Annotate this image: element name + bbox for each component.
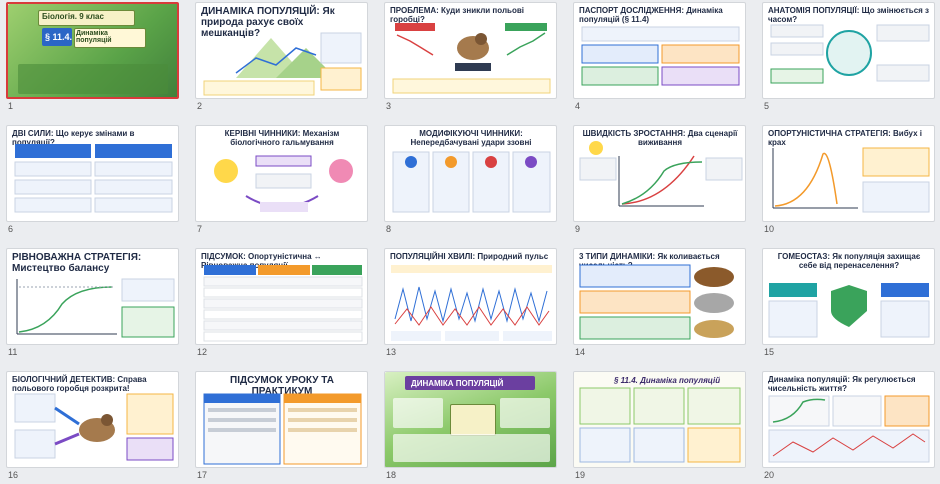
slide-cell-16: БІОЛОГІЧНИЙ ДЕТЕКТИВ: Справа польового г… xyxy=(6,371,181,484)
slide-6-graphic xyxy=(14,144,173,213)
slide-thumbnail-20[interactable]: Динаміка популяцій: Як регулюється чисел… xyxy=(762,371,935,468)
slide-number-20: 20 xyxy=(764,470,775,480)
slide-7-title: КЕРІВНІ ЧИННИКИ: Механізм біологічного г… xyxy=(224,129,340,147)
slide-5-title: АНАТОМІЯ ПОПУЛЯЦІЇ: Що змінюється з часо… xyxy=(768,6,930,24)
slide-1-caption: Динаміка популяцій xyxy=(76,30,112,44)
slide-7-graphic xyxy=(214,155,353,212)
slide-12-graphic xyxy=(203,265,363,342)
slide-11-graphic xyxy=(16,278,175,338)
slide-19-title: § 11.4. Динаміка популяцій xyxy=(614,376,721,385)
slide-number-12: 12 xyxy=(197,347,208,357)
slide-number-9: 9 xyxy=(575,224,581,234)
slide-thumbnail-5[interactable]: АНАТОМІЯ ПОПУЛЯЦІЇ: Що змінюється з часо… xyxy=(762,2,935,99)
slide-10-title: ОПОРТУНІСТИЧНА СТРАТЕГІЯ: Вибух і крах xyxy=(768,129,922,147)
slide-thumbnail-13[interactable]: ПОПУЛЯЦІЙНІ ХВИЛІ: Природний пульс xyxy=(384,248,557,345)
slide-9-title: ШВИДКІСТЬ ЗРОСТАННЯ: Два сценарії вижива… xyxy=(582,129,738,147)
slide-number-5: 5 xyxy=(764,101,770,111)
slide-3-graphic xyxy=(392,23,551,94)
slide-cell-20: Динаміка популяцій: Як регулюється чисел… xyxy=(762,371,937,484)
slide-20-graphic xyxy=(768,395,930,463)
slide-number-13: 13 xyxy=(386,347,397,357)
slide-number-15: 15 xyxy=(764,347,775,357)
slide-thumbnail-6[interactable]: ДВІ СИЛИ: Що керує змінами в популяції? xyxy=(6,125,179,222)
slide-number-4: 4 xyxy=(575,101,581,111)
slide-cell-7: КЕРІВНІ ЧИННИКИ: Механізм біологічного г… xyxy=(195,125,370,238)
slide-9-graphic xyxy=(579,141,743,207)
slide-number-8: 8 xyxy=(386,224,392,234)
slide-19-graphic xyxy=(579,387,741,463)
slide-cell-12: ПІДСУМОК: Опортуністична ↔ Рівноважна по… xyxy=(195,248,370,361)
slide-4-title: ПАСПОРТ ДОСЛІДЖЕННЯ: Динаміка популяцій … xyxy=(579,6,723,24)
slide-thumbnail-16[interactable]: БІОЛОГІЧНИЙ ДЕТЕКТИВ: Справа польового г… xyxy=(6,371,179,468)
slide-8-graphic xyxy=(392,151,551,213)
slide-thumbnail-15[interactable]: ГОМЕОСТАЗ: Як популяція захищає себе від… xyxy=(762,248,935,345)
slide-17-graphic xyxy=(203,393,362,465)
slide-cell-13: ПОПУЛЯЦІЙНІ ХВИЛІ: Природний пульс 13 xyxy=(384,248,559,361)
slide-cell-19: § 11.4. Динаміка популяцій 19 xyxy=(573,371,748,484)
slide-thumbnail-17[interactable]: ПІДСУМОК УРОКУ ТА ПРАКТИКУМ xyxy=(195,371,368,468)
slide-number-1: 1 xyxy=(8,101,14,111)
slide-cell-3: ПРОБЛЕМА: Куди зникли польові горобці? 3 xyxy=(384,2,559,115)
slide-thumbnail-7[interactable]: КЕРІВНІ ЧИННИКИ: Механізм біологічного г… xyxy=(195,125,368,222)
slide-cell-9: ШВИДКІСТЬ ЗРОСТАННЯ: Два сценарії вижива… xyxy=(573,125,748,238)
slide-number-16: 16 xyxy=(8,470,19,480)
slide-cell-6: ДВІ СИЛИ: Що керує змінами в популяції? … xyxy=(6,125,181,238)
slide-thumbnail-10[interactable]: ОПОРТУНІСТИЧНА СТРАТЕГІЯ: Вибух і крах xyxy=(762,125,935,222)
slide-cell-17: ПІДСУМОК УРОКУ ТА ПРАКТИКУМ 17 xyxy=(195,371,370,484)
slide-11-title: РІВНОВАЖНА СТРАТЕГІЯ: Мистецтво балансу xyxy=(12,252,142,274)
slide-14-graphic xyxy=(579,264,734,340)
slide-15-title: ГОМЕОСТАЗ: Як популяція захищає себе від… xyxy=(777,252,921,270)
slide-thumbnail-2[interactable]: ДИНАМІКА ПОПУЛЯЦІЙ: Як природа рахує сво… xyxy=(195,2,368,99)
slide-number-18: 18 xyxy=(386,470,397,480)
slide-number-2: 2 xyxy=(197,101,203,111)
slide-16-title: БІОЛОГІЧНИЙ ДЕТЕКТИВ: Справа польового г… xyxy=(12,375,147,393)
slide-cell-2: ДИНАМІКА ПОПУЛЯЦІЙ: Як природа рахує сво… xyxy=(195,2,370,115)
slide-4-graphic xyxy=(581,26,740,86)
slide-8-title: МОДИФІКУЮЧІ ЧИННИКИ: Непередбачувані уда… xyxy=(410,129,532,147)
slide-number-19: 19 xyxy=(575,470,586,480)
slide-thumbnail-18[interactable]: ДИНАМІКА ПОПУЛЯЦІЙ xyxy=(384,371,557,468)
slide-cell-15: ГОМЕОСТАЗ: Як популяція захищає себе від… xyxy=(762,248,937,361)
slide-cell-14: 3 ТИПИ ДИНАМІКИ: Як коливається чисельні… xyxy=(573,248,748,361)
slide-thumbnail-3[interactable]: ПРОБЛЕМА: Куди зникли польові горобці? xyxy=(384,2,557,99)
slide-thumbnail-1[interactable]: Біологія. 9 клас § 11.4. Динаміка популя… xyxy=(6,2,179,99)
slide-13-title: ПОПУЛЯЦІЙНІ ХВИЛІ: Природний пульс xyxy=(390,252,549,261)
slide-13-graphic xyxy=(391,265,552,341)
slide-cell-1: Біологія. 9 клас § 11.4. Динаміка популя… xyxy=(6,2,181,115)
slide-thumbnail-11[interactable]: РІВНОВАЖНА СТРАТЕГІЯ: Мистецтво балансу xyxy=(6,248,179,345)
slide-cell-8: МОДИФІКУЮЧІ ЧИННИКИ: Непередбачувані уда… xyxy=(384,125,559,238)
slide-10-graphic xyxy=(772,147,930,213)
slide-2-graphic xyxy=(203,32,362,96)
slide-cell-10: ОПОРТУНІСТИЧНА СТРАТЕГІЯ: Вибух і крах 1… xyxy=(762,125,937,238)
slide-5-graphic xyxy=(770,24,930,84)
slide-thumbnail-9[interactable]: ШВИДКІСТЬ ЗРОСТАННЯ: Два сценарії вижива… xyxy=(573,125,746,222)
slide-16-graphic xyxy=(14,393,174,461)
slide-number-10: 10 xyxy=(764,224,775,234)
slide-cell-4: ПАСПОРТ ДОСЛІДЖЕННЯ: Динаміка популяцій … xyxy=(573,2,748,115)
slide-17-title: ПІДСУМОК УРОКУ ТА ПРАКТИКУМ xyxy=(230,375,334,397)
slide-18-title: ДИНАМІКА ПОПУЛЯЦІЙ xyxy=(411,379,504,388)
slide-thumbnail-19[interactable]: § 11.4. Динаміка популяцій xyxy=(573,371,746,468)
slide-3-title: ПРОБЛЕМА: Куди зникли польові горобці? xyxy=(390,6,524,24)
slide-thumbnail-4[interactable]: ПАСПОРТ ДОСЛІДЖЕННЯ: Динаміка популяцій … xyxy=(573,2,746,99)
slide-1-title: Біологія. 9 клас xyxy=(42,12,104,21)
slide-number-6: 6 xyxy=(8,224,14,234)
slide-thumbnail-8[interactable]: МОДИФІКУЮЧІ ЧИННИКИ: Непередбачувані уда… xyxy=(384,125,557,222)
slide-number-11: 11 xyxy=(8,347,18,357)
slide-20-title: Динаміка популяцій: Як регулюється чисел… xyxy=(768,375,916,393)
slide-15-graphic xyxy=(768,283,930,338)
slide-number-7: 7 xyxy=(197,224,203,234)
slide-thumbnail-12[interactable]: ПІДСУМОК: Опортуністична ↔ Рівноважна по… xyxy=(195,248,368,345)
slide-2-title: ДИНАМІКА ПОПУЛЯЦІЙ: Як природа рахує сво… xyxy=(201,6,335,39)
slide-cell-11: РІВНОВАЖНА СТРАТЕГІЯ: Мистецтво балансу … xyxy=(6,248,181,361)
slide-cell-18: ДИНАМІКА ПОПУЛЯЦІЙ 18 xyxy=(384,371,559,484)
slide-6-title: ДВІ СИЛИ: Що керує змінами в популяції? xyxy=(12,129,135,147)
slide-number-14: 14 xyxy=(575,347,586,357)
slide-1-subtitle: § 11.4. xyxy=(45,32,73,42)
slide-thumbnail-14[interactable]: 3 ТИПИ ДИНАМІКИ: Як коливається чисельні… xyxy=(573,248,746,345)
slide-cell-5: АНАТОМІЯ ПОПУЛЯЦІЇ: Що змінюється з часо… xyxy=(762,2,937,115)
slide-number-3: 3 xyxy=(386,101,392,111)
slide-number-17: 17 xyxy=(197,470,208,480)
